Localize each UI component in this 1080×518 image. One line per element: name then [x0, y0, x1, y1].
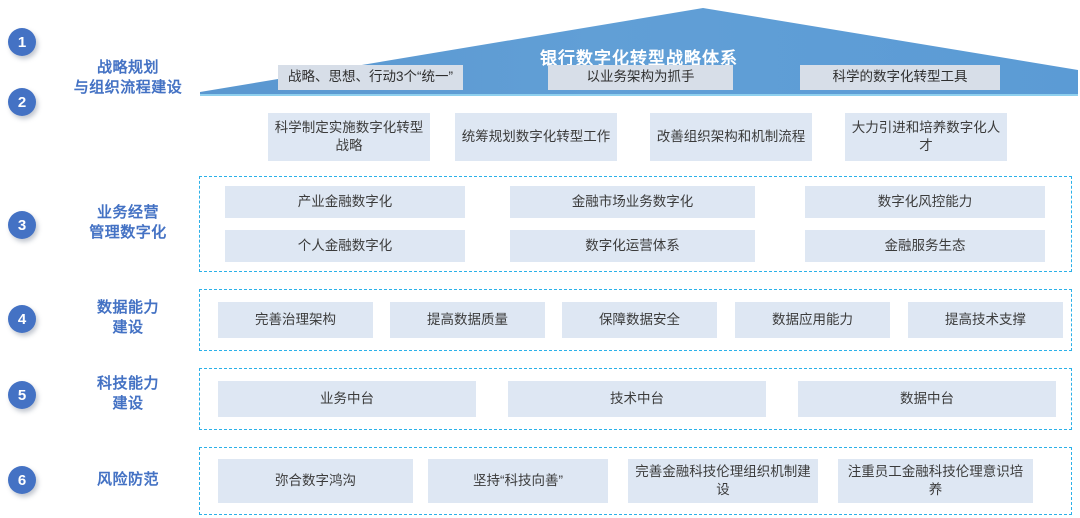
row3-box-6[interactable]: 金融服务生态: [805, 230, 1045, 262]
roof-box-2-label: 以业务架构为抓手: [586, 69, 695, 85]
roof-box-1[interactable]: 战略、思想、行动3个“统一”: [278, 65, 463, 90]
row3-box-3-label: 数字化风控能力: [877, 193, 973, 209]
step-marker-5: 5: [8, 381, 36, 409]
row-label-risk-line1: 风险防范: [96, 471, 159, 488]
group-frame-risk: [199, 447, 1072, 515]
row-label-data-line2: 建设: [112, 319, 144, 337]
row5-box-1-label: 业务中台: [320, 390, 374, 406]
row4-box-1-label: 完善治理架构: [255, 311, 336, 327]
row4-box-5-label: 提高技术支撑: [945, 311, 1026, 327]
roof-box-3[interactable]: 科学的数字化转型工具: [800, 65, 1000, 90]
row3-box-5-label: 数字化运营体系: [585, 237, 680, 253]
row6-box-2[interactable]: 坚持“科技向善”: [428, 459, 608, 503]
row-label-strategy: 战略规划 与组织流程建设: [58, 58, 198, 99]
row-label-tech-line1: 科技能力: [96, 375, 159, 392]
row-label-business-line2: 管理数字化: [89, 224, 167, 242]
step-marker-4-label: 4: [17, 310, 27, 328]
row2-box-3[interactable]: 改善组织架构和机制流程: [650, 113, 812, 161]
group-frame-tech: [199, 368, 1072, 430]
row6-box-1[interactable]: 弥合数字鸿沟: [218, 459, 413, 503]
row4-box-4[interactable]: 数据应用能力: [735, 302, 890, 338]
row2-box-4[interactable]: 大力引进和培养数字化人才: [845, 113, 1007, 161]
step-marker-1: 1: [8, 28, 36, 56]
row6-box-3-label: 完善金融科技伦理组织机制建设: [635, 463, 811, 497]
roof-baseline-divider: [200, 94, 1078, 96]
row-label-business: 业务经营 管理数字化: [58, 203, 198, 244]
group-frame-data: [199, 289, 1072, 351]
row3-box-2[interactable]: 金融市场业务数字化: [510, 186, 755, 218]
row3-box-3[interactable]: 数字化风控能力: [805, 186, 1045, 218]
row-label-strategy-line1: 战略规划: [96, 59, 159, 76]
row3-box-1-label: 产业金融数字化: [297, 193, 393, 209]
row4-box-2[interactable]: 提高数据质量: [390, 302, 545, 338]
row2-box-4-label: 大力引进和培养数字化人才: [851, 119, 1001, 153]
row-label-data-line1: 数据能力: [96, 299, 159, 316]
row2-box-1[interactable]: 科学制定实施数字化转型战略: [268, 113, 430, 161]
row6-box-3[interactable]: 完善金融科技伦理组织机制建设: [628, 459, 818, 503]
row2-box-1-label: 科学制定实施数字化转型战略: [274, 119, 424, 153]
row3-box-4-label: 个人金融数字化: [297, 237, 393, 253]
step-marker-6-label: 6: [17, 471, 27, 489]
row5-box-2[interactable]: 技术中台: [508, 381, 766, 417]
row5-box-2-label: 技术中台: [610, 390, 664, 406]
step-marker-1-label: 1: [17, 33, 27, 51]
row4-box-1[interactable]: 完善治理架构: [218, 302, 373, 338]
row-label-data: 数据能力 建设: [58, 298, 198, 339]
row2-box-3-label: 改善组织架构和机制流程: [656, 128, 806, 144]
row2-box-2-label: 统筹规划数字化转型工作: [461, 128, 611, 144]
row4-box-4-label: 数据应用能力: [772, 311, 853, 327]
row3-box-1[interactable]: 产业金融数字化: [225, 186, 465, 218]
row6-box-2-label: 坚持“科技向善”: [473, 472, 563, 488]
row6-box-1-label: 弥合数字鸿沟: [275, 472, 356, 488]
row-label-tech: 科技能力 建设: [58, 374, 198, 415]
roof-box-3-label: 科学的数字化转型工具: [832, 69, 968, 85]
group-frame-business: [199, 176, 1072, 272]
step-marker-6: 6: [8, 466, 36, 494]
step-marker-4: 4: [8, 305, 36, 333]
row6-box-4-label: 注重员工金融科技伦理意识培养: [847, 463, 1024, 497]
row5-box-3[interactable]: 数据中台: [798, 381, 1056, 417]
step-marker-2: 2: [8, 88, 36, 116]
row-label-risk: 风险防范: [58, 470, 198, 490]
row3-box-2-label: 金融市场业务数字化: [571, 193, 694, 209]
row5-box-1[interactable]: 业务中台: [218, 381, 476, 417]
row4-box-3[interactable]: 保障数据安全: [562, 302, 717, 338]
row-label-tech-line2: 建设: [112, 395, 144, 413]
diagram-title: 银行数字化转型战略体系: [540, 49, 738, 68]
row4-box-5[interactable]: 提高技术支撑: [908, 302, 1063, 338]
row6-box-4[interactable]: 注重员工金融科技伦理意识培养: [838, 459, 1033, 503]
row5-box-3-label: 数据中台: [900, 390, 954, 406]
row-label-business-line1: 业务经营: [96, 204, 159, 221]
step-marker-3: 3: [8, 211, 36, 239]
row2-box-2[interactable]: 统筹规划数字化转型工作: [455, 113, 617, 161]
row4-box-3-label: 保障数据安全: [599, 311, 680, 327]
row3-box-6-label: 金融服务生态: [884, 237, 966, 253]
row-label-strategy-line2: 与组织流程建设: [73, 79, 183, 97]
step-marker-5-label: 5: [17, 386, 27, 404]
row4-box-2-label: 提高数据质量: [427, 311, 508, 327]
row3-box-5[interactable]: 数字化运营体系: [510, 230, 755, 262]
row3-box-4[interactable]: 个人金融数字化: [225, 230, 465, 262]
roof-box-1-label: 战略、思想、行动3个“统一”: [288, 69, 453, 85]
roof-box-2[interactable]: 以业务架构为抓手: [548, 65, 733, 90]
step-marker-2-label: 2: [17, 93, 27, 111]
step-marker-3-label: 3: [17, 216, 27, 234]
